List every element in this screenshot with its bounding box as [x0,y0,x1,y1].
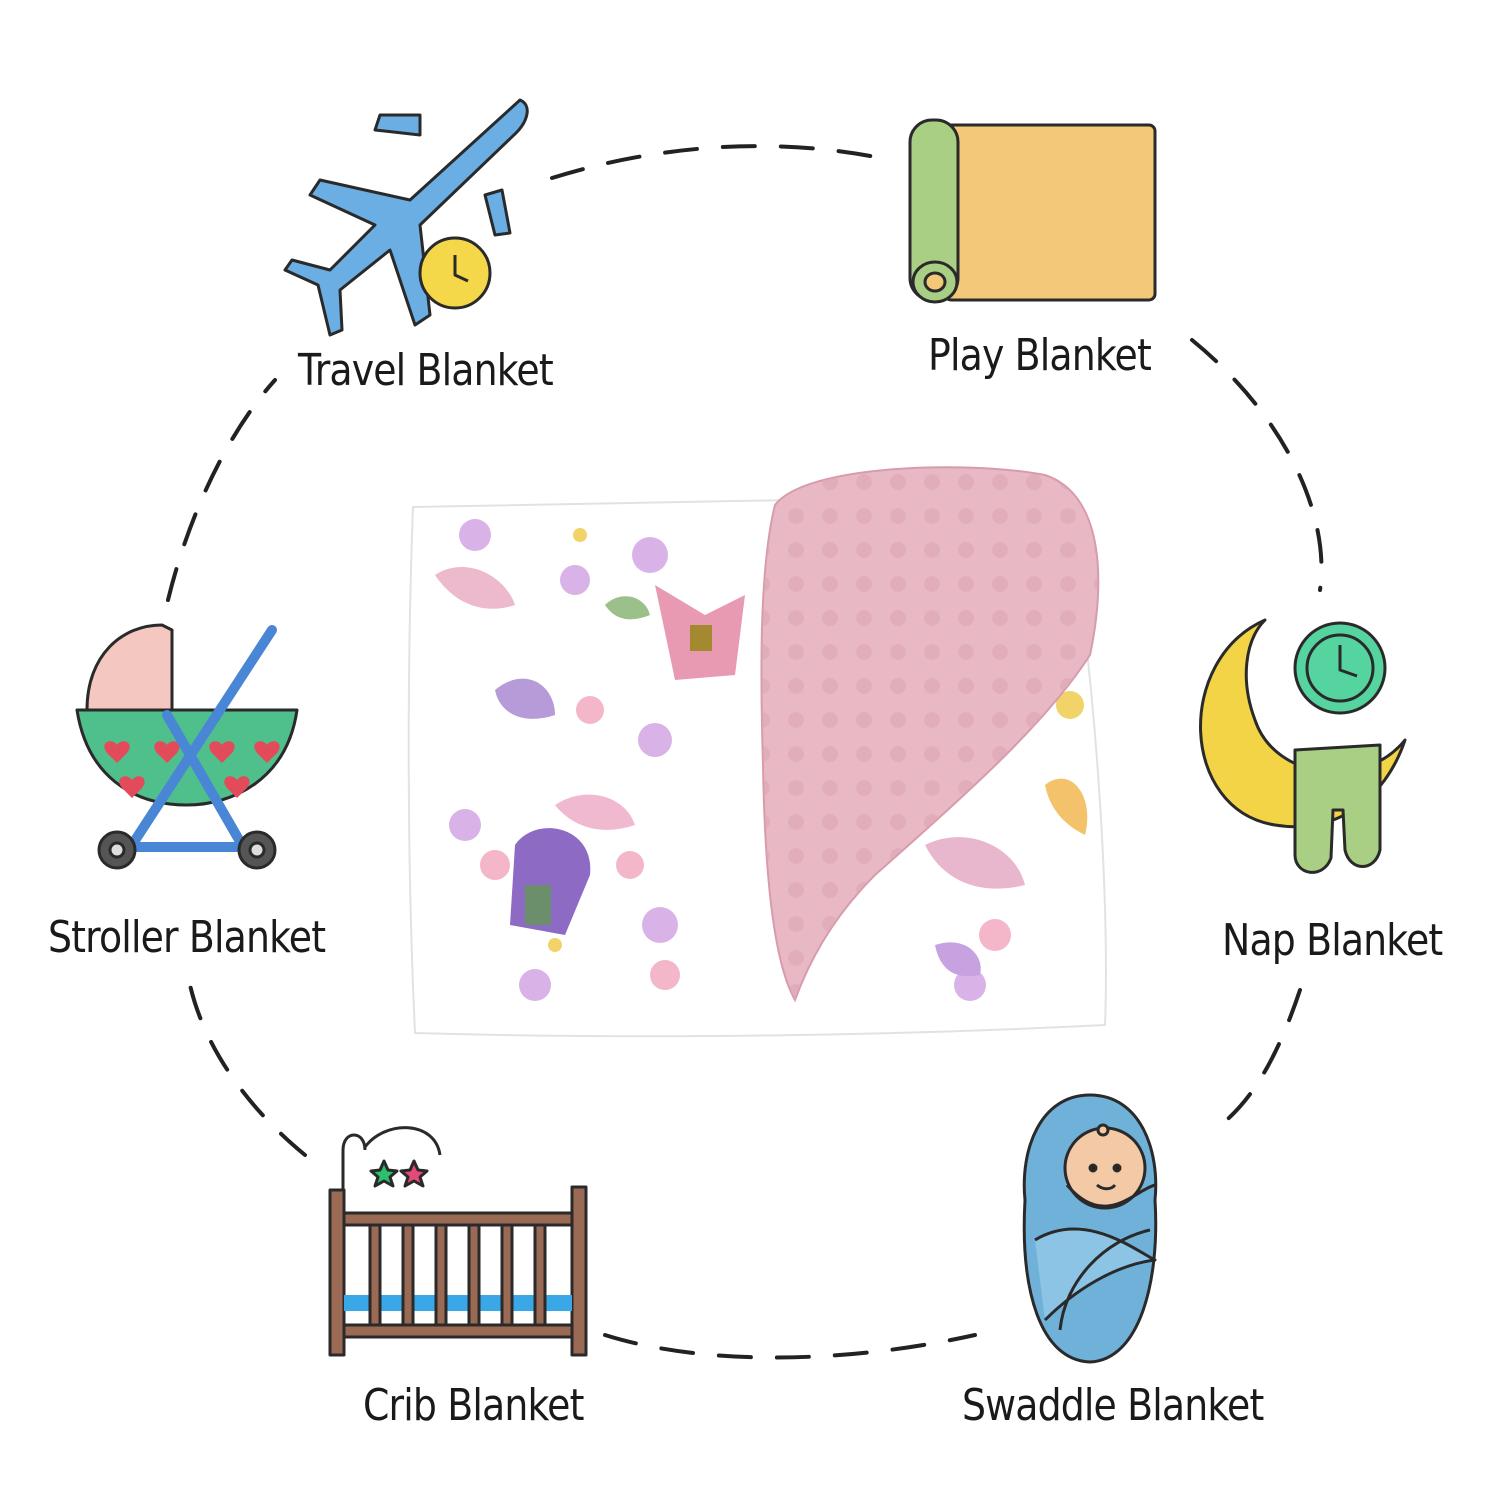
crib-blanket-label: Crib Blanket [363,1380,584,1431]
play-blanket-label: Play Blanket [928,330,1152,381]
moon-clock-blanket-icon [1199,618,1407,874]
fairy-floral-print [435,519,1088,1001]
travel-blanket-label: Travel Blanket [298,345,554,396]
swaddle-blanket-label: Swaddle Blanket [962,1380,1264,1431]
nap-blanket-label: Nap Blanket [1222,915,1443,966]
swaddled-baby-icon [1022,1093,1158,1364]
baby-crib-icon [328,1126,588,1357]
folded-blanket-image [407,466,1107,1038]
baby-stroller-icon [75,623,299,870]
stroller-blanket-label: Stroller Blanket [48,912,326,963]
play-mat-roll-icon [908,118,1157,304]
airplane-with-clock-icon [283,98,529,337]
